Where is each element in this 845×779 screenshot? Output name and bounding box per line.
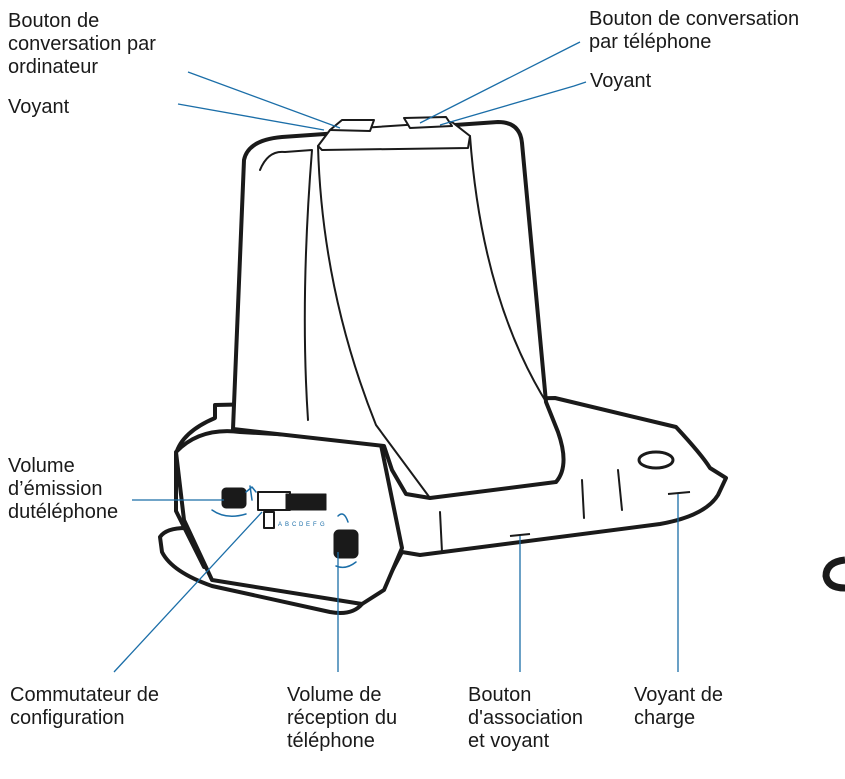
label-line: Bouton de — [8, 10, 100, 32]
label-line: conversation par — [8, 33, 156, 55]
label-line: Volume de — [287, 684, 382, 706]
pc-talk-button-shape — [329, 119, 375, 132]
leader-phone-led — [439, 81, 587, 126]
upright-cradle — [231, 120, 566, 500]
label-line: d'association — [468, 707, 583, 729]
label-line: charge — [634, 707, 696, 729]
config-switch-dark — [285, 493, 327, 511]
label-line: Commutateur de — [10, 684, 159, 706]
switch-letter: C — [292, 522, 297, 528]
cradle-inner-left-edge — [259, 149, 313, 421]
label-line: Voyant — [590, 70, 652, 92]
switch-letter: D — [299, 522, 304, 528]
rx-volume-dial — [333, 529, 359, 559]
rx-volume-arrow — [337, 513, 349, 523]
config-switch-slider — [263, 511, 275, 529]
leader-config-switch — [113, 511, 263, 673]
cradle-center-stripe — [317, 135, 549, 499]
config-switch-block — [257, 491, 291, 511]
label-pc-led: Voyant — [8, 96, 69, 119]
label-line: dutéléphone — [8, 501, 119, 523]
leader-pc-led — [177, 103, 325, 131]
label-line: téléphone — [287, 730, 375, 752]
leader-pc-button — [187, 71, 341, 129]
tx-volume-dial — [221, 487, 247, 509]
label-line: Bouton de conversation — [589, 8, 800, 30]
edge-fragment — [822, 556, 845, 592]
label-line: ordinateur — [8, 56, 99, 78]
label-line: par téléphone — [589, 31, 712, 53]
charge-led-mark — [667, 491, 691, 495]
tx-volume-arrow — [245, 485, 257, 501]
base-front-housing — [174, 429, 404, 606]
charging-cup — [637, 450, 675, 470]
switch-letter: A — [278, 522, 282, 528]
switch-letter: E — [306, 522, 310, 528]
label-line: configuration — [10, 707, 125, 729]
tx-dial-arc — [211, 509, 247, 517]
leader-phone-button — [419, 41, 581, 124]
label-line: et voyant — [468, 730, 550, 752]
switch-letter: G — [320, 522, 325, 528]
pair-led-mark — [509, 533, 531, 537]
label-phone-led: Voyant — [590, 70, 651, 93]
switch-letter: B — [285, 522, 289, 528]
label-line: réception du — [287, 707, 398, 729]
label-line: Volume — [8, 455, 75, 477]
label-line: d’émission — [8, 478, 103, 500]
label-line: Voyant — [8, 96, 70, 118]
label-line: Voyant de — [634, 684, 723, 706]
base-seam-lines — [401, 469, 661, 556]
label-line: Bouton — [468, 684, 532, 706]
switch-letter: F — [313, 522, 317, 528]
